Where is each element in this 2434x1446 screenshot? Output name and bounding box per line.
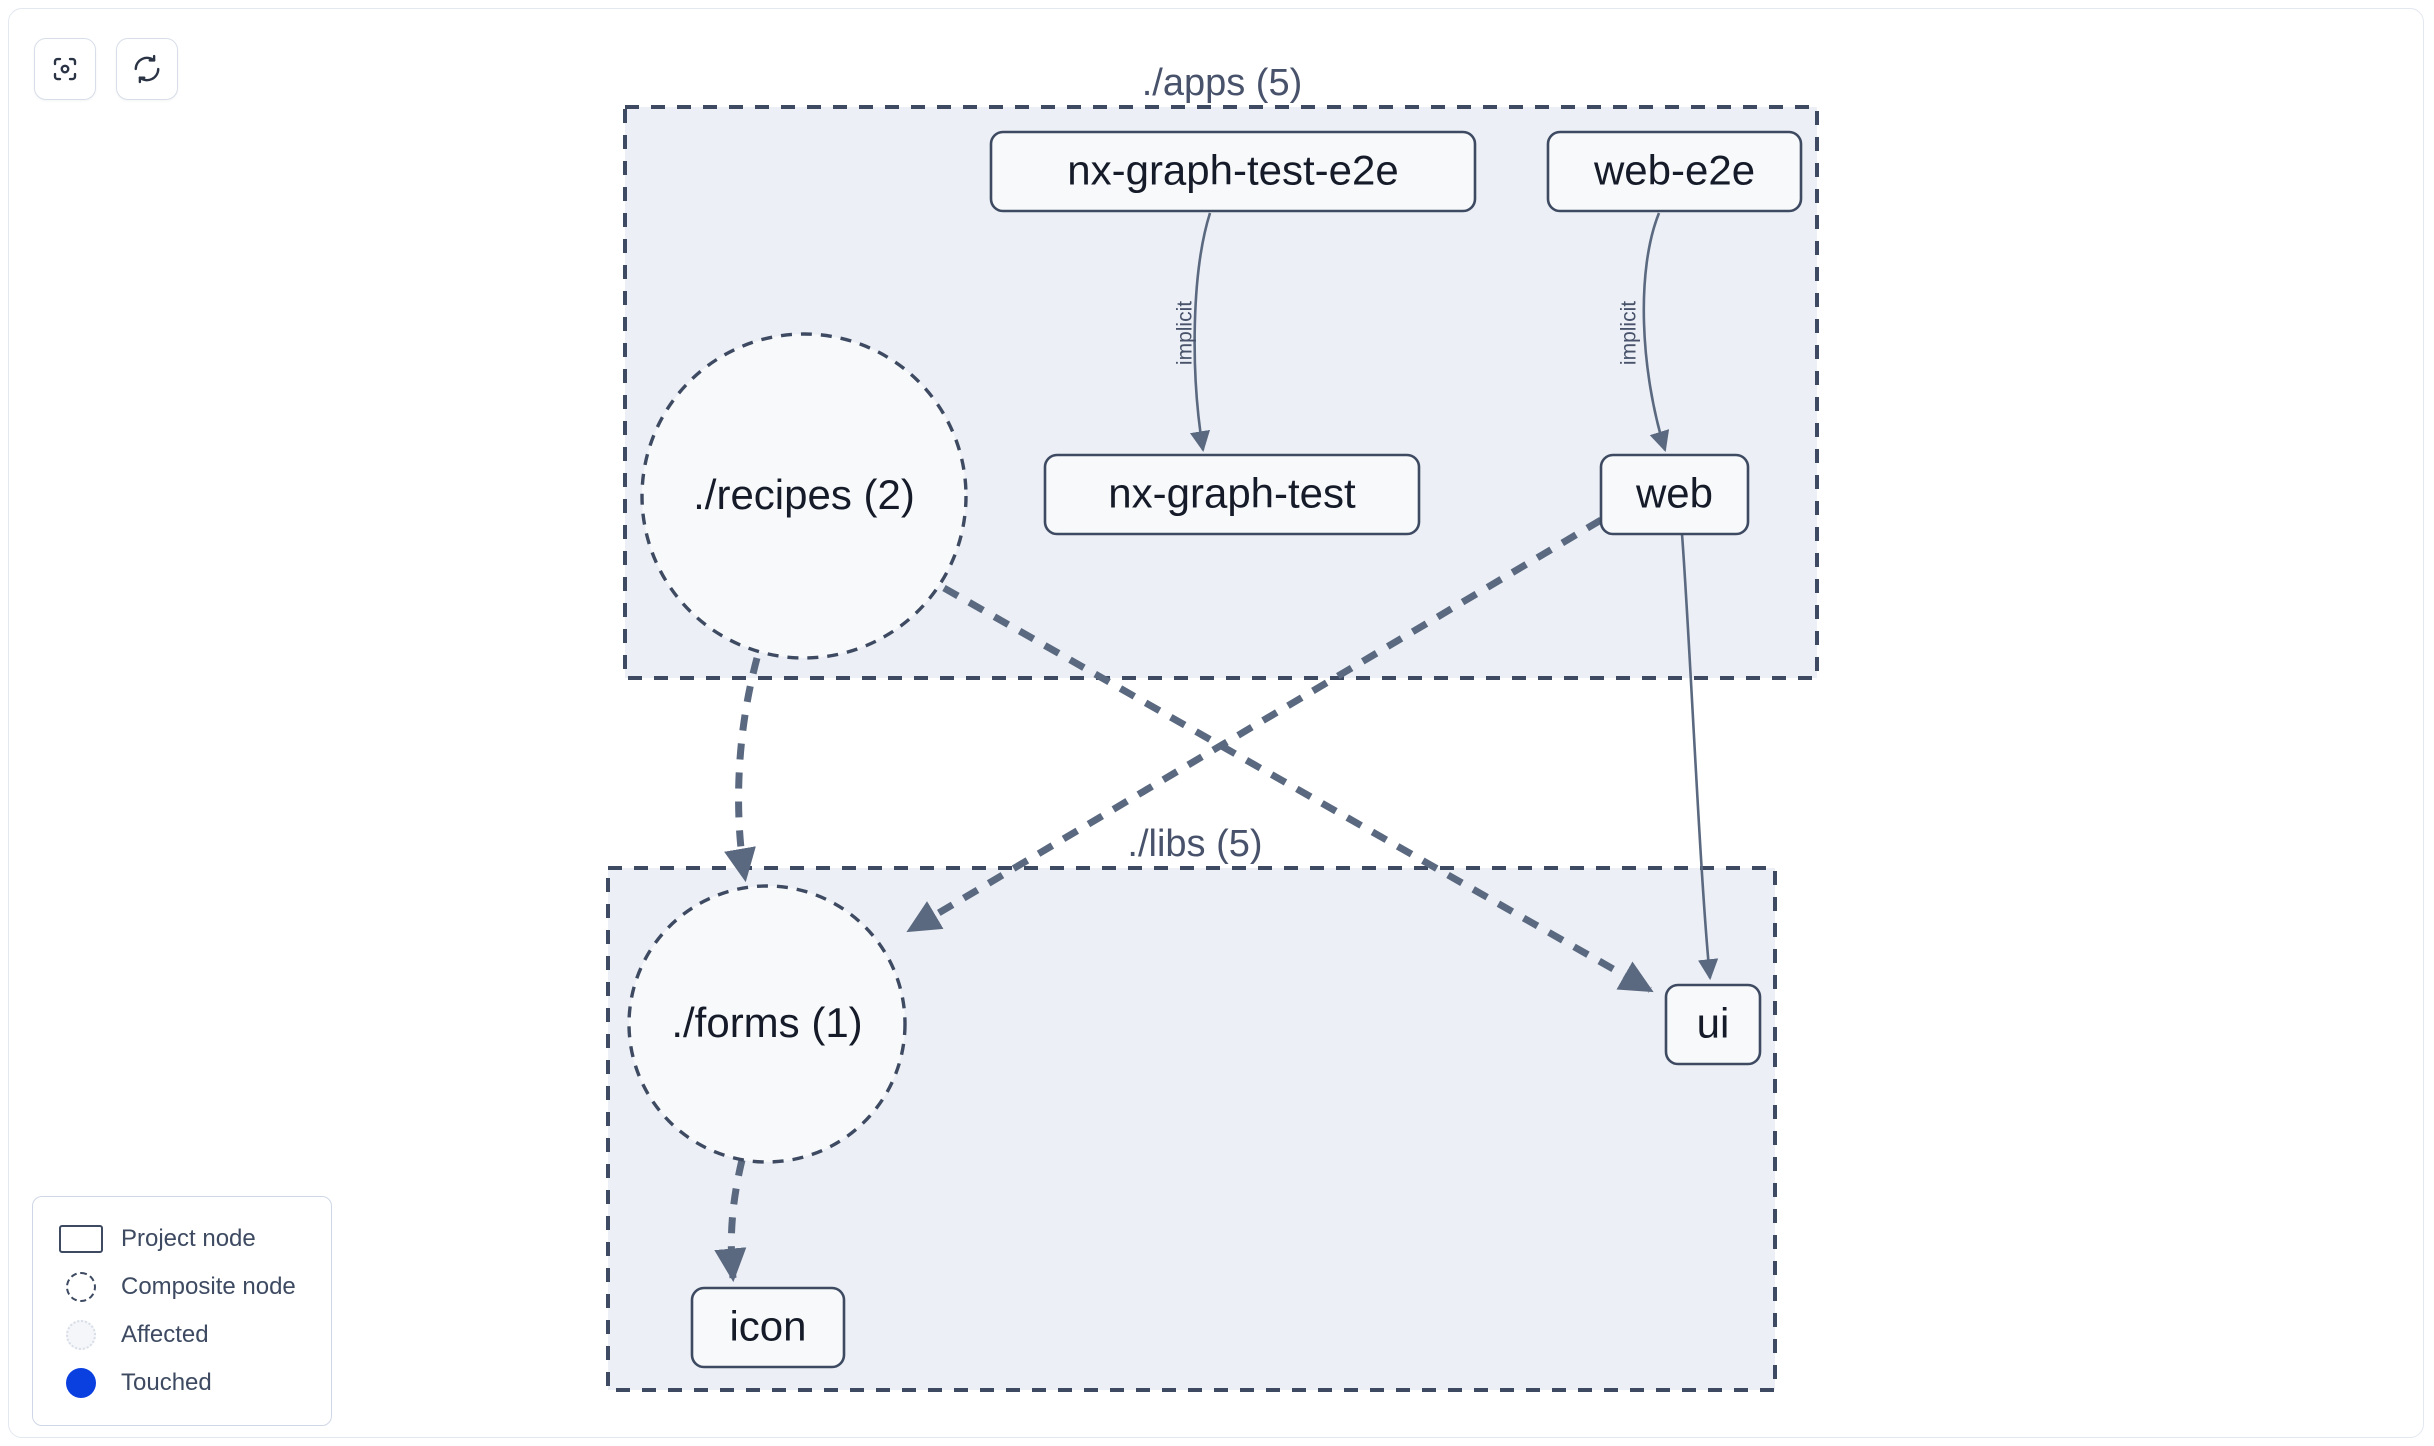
graph-group-label-apps: ./apps (5) [1142, 62, 1303, 104]
project-node-swatch [53, 1225, 109, 1253]
graph-node-forms[interactable]: ./forms (1) [627, 884, 907, 1164]
graph-nodes-layer: nx-graph-test-e2e web-e2e ./recipes (2) nx-… [627, 130, 1803, 1369]
graph-node-web[interactable]: web [1599, 453, 1750, 536]
legend-label-2: Affected [121, 1321, 209, 1348]
touched-swatch [53, 1368, 109, 1398]
graph-edge-label-e2: implicit [1618, 301, 1641, 365]
composite-node-swatch-shape [66, 1272, 96, 1302]
graph-node-label-web: web [1635, 470, 1713, 517]
graph-node-label-web-e2e: web-e2e [1593, 147, 1755, 194]
graph-edge-web-e2e-to-web[interactable] [1642, 212, 1670, 452]
graph-node-web-e2e[interactable]: web-e2e [1546, 130, 1803, 213]
graph-node-label-nx-graph-test-e2e: nx-graph-test-e2e [1067, 147, 1399, 194]
graph-node-label-icon: icon [729, 1303, 806, 1350]
touched-swatch-shape [66, 1368, 96, 1398]
focus-graph-button[interactable] [34, 38, 96, 100]
graph-node-label-recipes: ./recipes (2) [693, 471, 915, 518]
graph-node-label-nx-graph-test: nx-graph-test [1108, 470, 1356, 517]
legend-item-2: Affected [53, 1311, 311, 1359]
refresh-icon [132, 54, 162, 84]
graph-edge-recipes-to-forms[interactable] [724, 657, 761, 883]
graph-node-recipes[interactable]: ./recipes (2) [640, 332, 968, 660]
graph-node-label-forms: ./forms (1) [671, 999, 862, 1046]
graph-node-label-ui: ui [1697, 1000, 1730, 1047]
legend-label-0: Project node [121, 1225, 256, 1252]
graph-edge-label-e1: implicit [1174, 301, 1197, 365]
graph-node-nx-graph-test[interactable]: nx-graph-test [1043, 453, 1421, 536]
graph-node-nx-graph-test-e2e[interactable]: nx-graph-test-e2e [989, 130, 1477, 213]
graph-node-icon[interactable]: icon [690, 1286, 846, 1369]
composite-node-swatch [53, 1272, 109, 1302]
graph-edge-web-to-forms[interactable] [906, 516, 1603, 934]
graph-edge-forms-to-icon[interactable] [714, 1159, 747, 1283]
project-node-swatch-shape [59, 1225, 103, 1253]
legend-item-3: Touched [53, 1359, 311, 1407]
graph-node-ui[interactable]: ui [1664, 983, 1762, 1066]
legend-item-0: Project node [53, 1215, 311, 1263]
graph-edges-layer: implicit implicit [714, 212, 1719, 1283]
legend-label-1: Composite node [121, 1273, 296, 1300]
refresh-graph-button[interactable] [116, 38, 178, 100]
graph-group-label-libs: ./libs (5) [1127, 823, 1262, 865]
focus-target-icon [50, 54, 80, 84]
graph-edge-recipes-to-ui[interactable] [942, 584, 1654, 994]
graph-toolbar [34, 38, 178, 100]
affected-swatch [53, 1320, 109, 1350]
legend-item-1: Composite node [53, 1263, 311, 1311]
legend-label-3: Touched [121, 1369, 212, 1396]
affected-swatch-shape [66, 1320, 96, 1350]
graph-group-labels-layer: ./apps (5) ./libs (5) [1127, 62, 1302, 865]
graph-edge-nx-graph-test-e2e-to-nx-graph-test[interactable] [1189, 212, 1212, 453]
graph-edge-web-to-ui[interactable] [1680, 533, 1719, 981]
